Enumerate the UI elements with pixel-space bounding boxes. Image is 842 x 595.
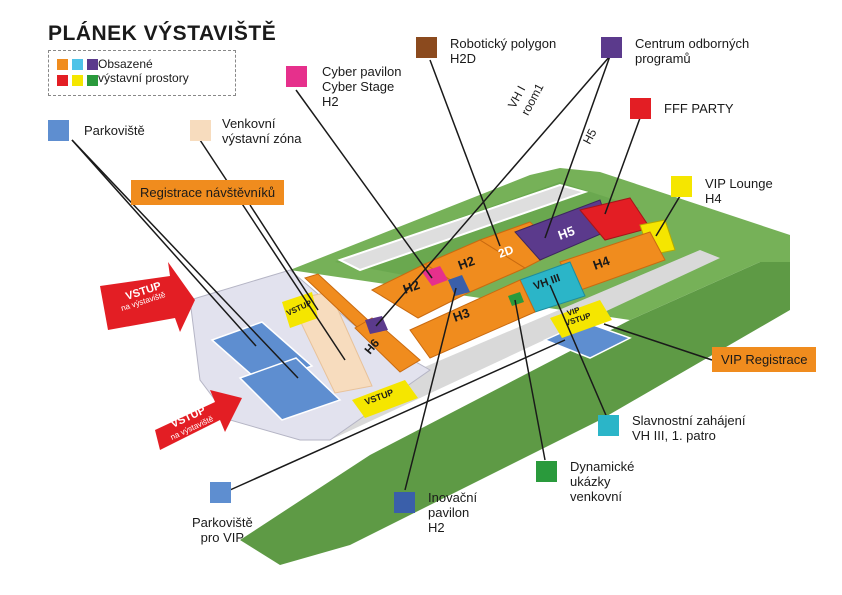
leader-registration: [249, 204, 319, 311]
vip-vstup-tag-label-1: VIP: [566, 305, 582, 318]
hall-magenta: [422, 266, 448, 286]
legend-swatch-green: [87, 75, 98, 86]
cyber-label: Cyber pavilon Cyber Stage H2: [322, 64, 402, 109]
hall-dynamic-green: [508, 292, 524, 306]
leader-parking-2: [71, 139, 299, 379]
legend-swatch-yellow: [72, 75, 83, 86]
legend: [48, 50, 236, 96]
hall-inovacni-blue: [448, 275, 470, 296]
leader-centrum-1: [375, 55, 611, 327]
vip-lounge-legend-square: [671, 176, 692, 197]
parking-vip-legend-square: [210, 482, 231, 503]
leader-parking-1: [71, 139, 257, 347]
vip-vstup-tag: [550, 300, 612, 338]
hall-label-2d: 2D: [496, 242, 516, 261]
leader-robotic: [429, 59, 501, 247]
outdoor-zone-label: Venkovní výstavní zóna: [222, 116, 302, 146]
centrum-label: Centrum odborných programů: [635, 36, 750, 66]
parking-vip-label: Parkoviště pro VIP: [192, 515, 253, 545]
fff-label: FFF PARTY: [664, 101, 734, 116]
legend-swatch-red: [57, 75, 68, 86]
vstup-tag-2: [352, 380, 418, 418]
vip-registration-label: VIP Registrace: [712, 347, 817, 372]
leader-vip-registration: [603, 323, 713, 361]
parking-lot-2: [238, 357, 342, 421]
inovacni-legend-square: [394, 492, 415, 513]
legend-swatch-orange: [57, 59, 68, 70]
leader-inovacni: [404, 287, 457, 491]
registration-label: Registrace návštěvníků: [131, 180, 285, 205]
entrance-arrow-bottom: [155, 390, 242, 450]
leader-lines: [71, 55, 713, 491]
vstup-tag-1: [282, 292, 318, 328]
leader-slavnostni: [549, 284, 609, 421]
legend-swatch-lightblue: [72, 59, 83, 70]
robotic-legend-square: [416, 37, 437, 58]
inovacni-label: Inovační pavilon H2: [428, 490, 478, 535]
slavnostni-label: Slavnostní zahájení VH III, 1. patro: [632, 413, 746, 443]
outdoor-zone-legend-square: [190, 120, 211, 141]
vip-lounge-label: VIP Lounge H4: [705, 176, 773, 206]
dynamicke-legend-square: [536, 461, 557, 482]
parking-legend-square: [48, 120, 69, 141]
parking-label: Parkoviště: [84, 123, 145, 138]
centrum-legend-square: [601, 37, 622, 58]
leader-centrum-2: [544, 55, 611, 239]
legend-label: Obsazené výstavní prostory: [98, 57, 189, 85]
leader-vip-lounge: [655, 195, 681, 237]
hall-label-h3: H3: [451, 305, 472, 325]
slavnostni-legend-square: [598, 415, 619, 436]
leader-dynamicke: [514, 299, 546, 461]
robotic-label: Robotický polygon H2D: [450, 36, 557, 66]
map-title: PLÁNEK VÝSTAVIŠTĚ: [48, 22, 277, 45]
hall-label-h2-right: H2: [456, 253, 477, 273]
entrance-arrow-top: [100, 262, 195, 332]
leader-outdoor: [199, 139, 346, 361]
hall-h3: [409, 279, 536, 359]
legend-swatch-purple: [87, 59, 98, 70]
leader-parking-vip: [229, 339, 566, 491]
leader-fff: [604, 117, 641, 215]
hall-label-h5: H5: [556, 223, 577, 243]
hall-label-h4: H4: [591, 253, 612, 273]
leader-cyber: [295, 89, 433, 279]
dynamicke-label: Dynamické ukázky venkovní: [570, 459, 635, 504]
back-lawn: [335, 182, 640, 280]
cyber-legend-square: [286, 66, 307, 87]
grass-area: [240, 255, 790, 565]
fff-legend-square: [630, 98, 651, 119]
